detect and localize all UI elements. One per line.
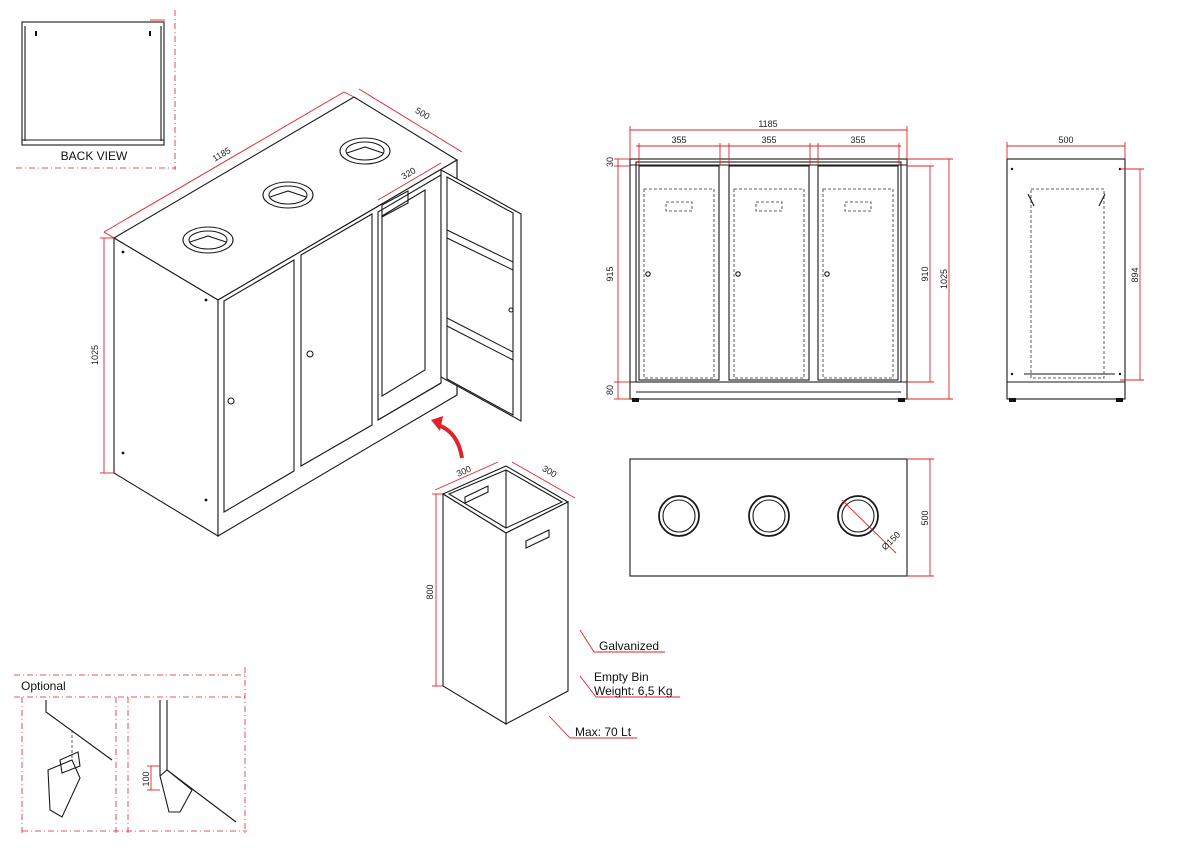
top-outline (629, 458, 908, 577)
back-view: BACK VIEW (16, 10, 176, 170)
door-2 (300, 213, 373, 467)
hole-diameter-dim: Ø150 (880, 530, 903, 553)
top-view-hole-2 (748, 495, 790, 537)
back-panel (21, 21, 165, 146)
optional-title: Optional (21, 679, 66, 693)
front-door2-dim: 355 (761, 135, 776, 145)
top-view-hole-1 (658, 495, 700, 537)
side-inner-dim: 894 (1130, 267, 1140, 282)
front-base-dim: 80 (605, 385, 615, 395)
front-door-3 (817, 165, 899, 381)
note-galvanized: Galvanized (599, 639, 659, 653)
front-view: 1185 355 355 355 30 915 80 910 1025 (605, 119, 953, 402)
bin-width-dim: 300 (455, 464, 473, 479)
iso-length-dim: 1185 (211, 145, 233, 163)
door-1 (223, 259, 295, 513)
bin-front (505, 501, 569, 725)
note-empty-bin: Empty Bin (594, 670, 649, 684)
isometric-cabinet: 1185 500 1025 320 (90, 88, 522, 537)
foot-2 (159, 769, 193, 813)
note-weight: Weight: 6,5 Kg (594, 684, 673, 698)
front-door-height-dim: 915 (605, 266, 615, 281)
top-hole-2 (262, 181, 314, 209)
insert-arrow (437, 423, 464, 459)
top-hole-1 (182, 226, 234, 254)
top-view-hole-3 (837, 495, 879, 537)
front-door-2 (728, 165, 810, 381)
back-view-title: BACK VIEW (61, 149, 128, 163)
note-max: Max: 70 Lt (575, 725, 632, 739)
front-inner-height-dim: 910 (920, 266, 930, 281)
side-depth-dim: 500 (1058, 135, 1073, 145)
top-hole-3 (339, 137, 391, 165)
foot-1 (47, 759, 81, 818)
notes: Galvanized Empty Bin Weight: 6,5 Kg Max:… (548, 629, 680, 739)
iso-depth-dim: 500 (414, 105, 432, 121)
bin-side (442, 493, 507, 725)
top-view: Ø150 500 (629, 458, 934, 577)
optional-section: Optional 100 (14, 667, 247, 835)
front-outline (629, 158, 908, 400)
side-view: 500 894 (1006, 135, 1144, 402)
top-depth-dim: 500 (920, 510, 930, 525)
front-door-1 (638, 165, 720, 381)
foot-height-dim: 100 (141, 771, 151, 786)
front-total-height-dim: 1025 (939, 269, 949, 289)
side-outline (1006, 158, 1126, 400)
front-width-dim: 1185 (758, 119, 777, 129)
foot-1-body (45, 700, 113, 761)
open-door (440, 169, 522, 422)
bin-height-dim: 800 (425, 584, 435, 599)
bin-depth-dim: 300 (540, 463, 558, 479)
front-top-dim: 30 (605, 157, 615, 167)
front-door1-dim: 355 (671, 135, 686, 145)
front-door3-dim: 355 (850, 135, 865, 145)
bin: 300 300 800 (425, 461, 576, 725)
iso-height-dim: 1025 (90, 345, 100, 365)
